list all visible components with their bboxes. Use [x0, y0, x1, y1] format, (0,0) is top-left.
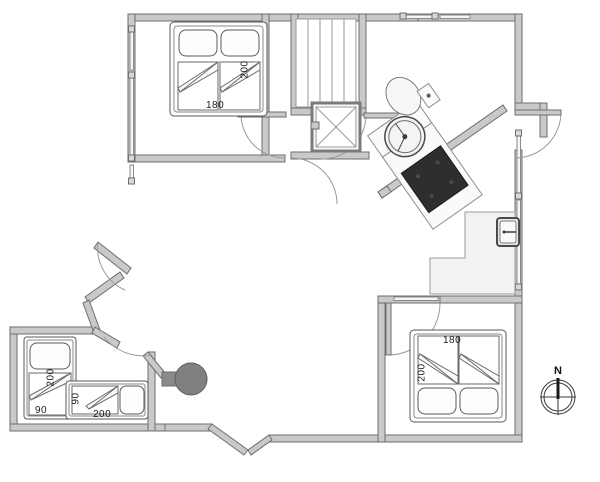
wall-br-west	[377, 295, 386, 443]
window-left-1	[129, 29, 134, 71]
compass-north-label: N	[554, 365, 562, 377]
wall-v-left	[207, 423, 249, 456]
dimension-label-bed-tl-width: 180	[206, 100, 225, 111]
window-left-3	[129, 164, 134, 180]
wood-stove	[161, 362, 208, 396]
kitchen-diagonal-units	[366, 76, 483, 230]
cooktop	[400, 145, 469, 214]
wall-angled-a	[93, 241, 132, 275]
shower-cabin	[310, 101, 362, 153]
single-bed-90-horizontal	[65, 380, 149, 420]
wash-basin	[385, 76, 422, 116]
pillow	[417, 387, 457, 415]
wall-bl-top	[9, 326, 96, 335]
double-bed-180-south	[409, 329, 507, 423]
compass-needle-north	[556, 378, 560, 399]
dimension-label-bed-bl-width: 90	[35, 405, 48, 416]
wall-bedroom-tl-south	[134, 154, 286, 163]
wall-bottom-right	[268, 434, 523, 443]
wall-angled-e	[142, 351, 167, 379]
dimension-label-bed-br-width: 180	[443, 335, 462, 346]
wall-left-lower	[9, 326, 18, 432]
pillow	[29, 342, 71, 370]
wall-diagonal-foot	[377, 185, 392, 199]
window-top-1	[403, 14, 435, 19]
dimension-label-bed-bl2-width: 90	[70, 392, 82, 405]
dimension-label-bed-bl-length: 200	[45, 368, 57, 387]
wall-right-upper	[514, 13, 523, 111]
pillow	[220, 29, 260, 57]
wall-angled-c	[84, 271, 125, 304]
dimension-label-bed-bl2-length: 200	[93, 409, 112, 420]
wall-stair-east	[358, 13, 367, 116]
staircase	[295, 18, 357, 108]
window-br-north	[393, 296, 439, 301]
dimension-label-bed-br-length: 200	[416, 363, 428, 382]
window-top-2	[439, 14, 471, 19]
compass-rose	[540, 378, 576, 415]
wall-top-left	[127, 13, 419, 22]
dimension-label-bed-tl-length: 200	[239, 60, 251, 79]
wall-right-notch-side	[539, 102, 548, 138]
single-bed-90	[23, 336, 77, 420]
window-left-2	[129, 77, 134, 157]
kitchen-counter-l	[429, 211, 520, 295]
pillow	[459, 387, 499, 415]
pillow	[178, 29, 218, 57]
wall-bl-bottom	[9, 423, 166, 432]
pillow	[119, 385, 145, 415]
wall-v-right	[247, 434, 273, 456]
window-right-1	[516, 134, 521, 196]
double-bed-180	[169, 21, 268, 117]
wall-bottom-mid	[159, 423, 213, 432]
wall-br-north-right	[439, 295, 523, 304]
